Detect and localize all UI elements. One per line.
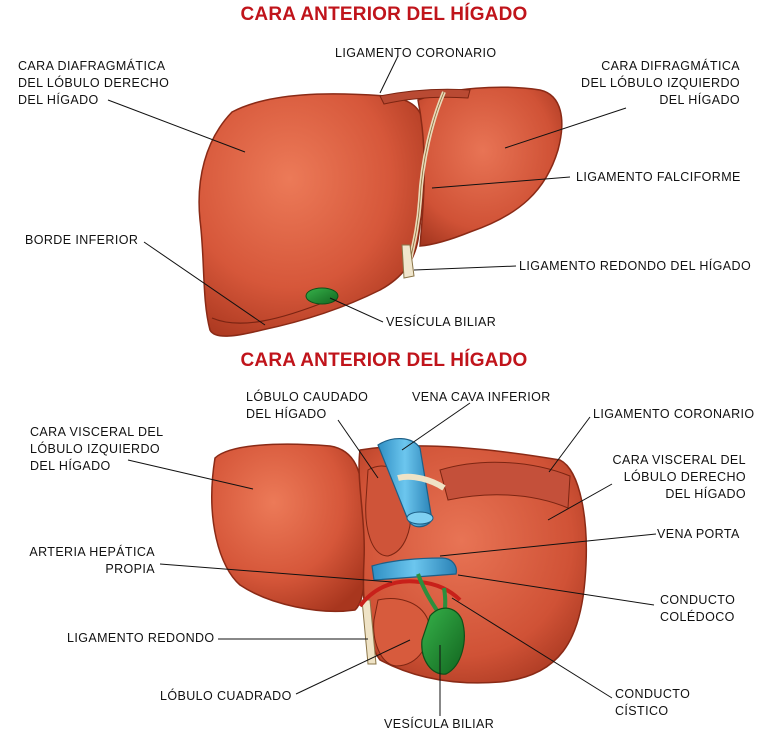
top-leader-lines: [107, 55, 627, 326]
label-borde-inferior: BORDE INFERIOR: [25, 233, 139, 247]
label-cara-difragmatica-izquierdo: CARA DIFRAGMÁTICA DEL LÓBULO IZQUIERDO D…: [581, 59, 740, 107]
label-lobulo-caudado: LÓBULO CAUDADO DEL HÍGADO: [246, 390, 369, 421]
label-ligamento-falciforme: LIGAMENTO FALCIFORME: [576, 170, 741, 184]
label-vesicula-biliar-bottom: VESÍCULA BILIAR: [384, 717, 495, 731]
bottom-liver: [211, 438, 588, 684]
top-coronary-ligament: [379, 88, 471, 105]
label-cara-diafragmatica-derecho: CARA DIAFRAGMÁTICA DEL LÓBULO DERECHO DE…: [18, 59, 170, 107]
top-liver-left-lobe: [417, 86, 563, 247]
label-cara-visceral-derecho: CARA VISCERAL DEL LÓBULO DERECHO DEL HÍG…: [612, 453, 746, 501]
label-ligamento-coronario-top: LIGAMENTO CORONARIO: [335, 46, 497, 60]
bottom-leader-lines: [127, 402, 657, 716]
bottom-gallbladder: [421, 607, 465, 675]
label-lobulo-cuadrado: LÓBULO CUADRADO: [160, 689, 292, 703]
bottom-portal-vein: [371, 557, 457, 581]
bottom-diagram-title: CARA ANTERIOR DEL HÍGADO: [240, 350, 528, 371]
label-vena-cava-inferior: VENA CAVA INFERIOR: [412, 390, 551, 404]
bottom-common-bile-duct: [416, 573, 440, 614]
top-diagram-title: CARA ANTERIOR DEL HÍGADO: [240, 4, 528, 25]
label-vesicula-biliar-top: VESÍCULA BILIAR: [386, 315, 497, 329]
label-vena-porta: VENA PORTA: [657, 527, 740, 541]
top-round-ligament: [401, 244, 415, 279]
label-conducto-coledoco: CONDUCTO COLÉDOCO: [660, 593, 736, 624]
top-gallbladder: [305, 287, 339, 305]
bottom-quadrate-lobe: [373, 598, 430, 667]
label-cara-visceral-izquierdo: CARA VISCERAL DEL LÓBULO IZQUIERDO DEL H…: [30, 425, 164, 473]
bottom-coronary-ligament: [439, 461, 571, 509]
label-ligamento-redondo: LIGAMENTO REDONDO: [67, 631, 215, 645]
label-conducto-cistico: CONDUCTO CÍSTICO: [615, 687, 691, 718]
top-liver: [198, 86, 563, 337]
label-ligamento-coronario-bottom: LIGAMENTO CORONARIO: [593, 407, 755, 421]
label-arteria-hepatica-propia: ARTERIA HEPÁTICA PROPIA: [29, 545, 155, 576]
label-ligamento-redondo-del-higado: LIGAMENTO REDONDO DEL HÍGADO: [519, 259, 752, 273]
bottom-liver-left-lobe: [211, 443, 368, 613]
